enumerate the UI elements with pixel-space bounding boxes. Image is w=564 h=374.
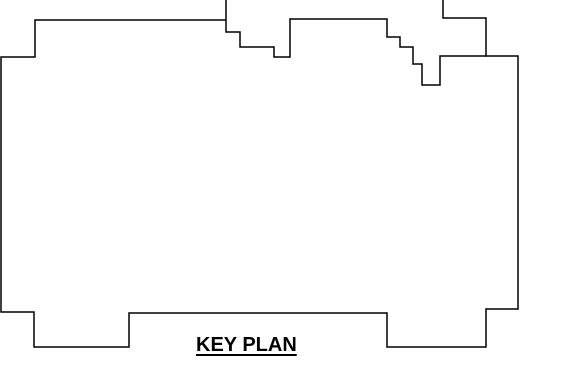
building-outline [0,0,519,348]
building-outline-notch [442,0,487,57]
plan-title: KEY PLAN [196,334,297,356]
